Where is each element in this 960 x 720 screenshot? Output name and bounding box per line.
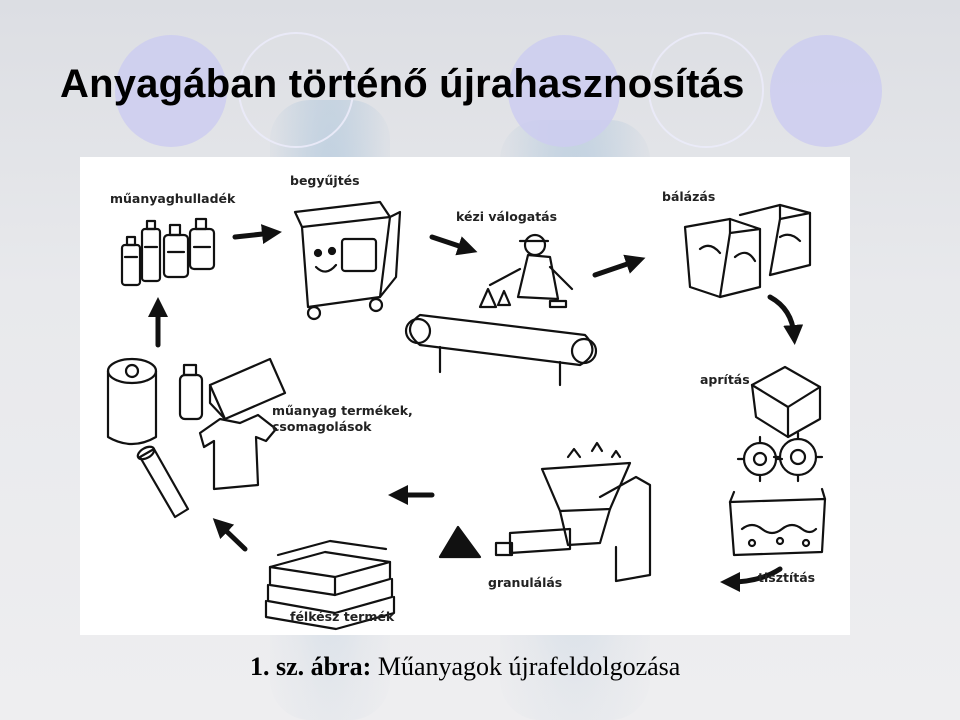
arrow-icon	[432, 237, 468, 249]
label-shredding: aprítás	[700, 372, 750, 387]
arrow-icon	[770, 297, 794, 335]
waste-bin-icon	[295, 202, 400, 319]
arrow-icon	[595, 261, 636, 275]
recycling-diagram-drawing	[80, 157, 850, 635]
caption-number: 1. sz. ábra:	[250, 652, 371, 681]
label-manual-sorting: kézi válogatás	[456, 209, 557, 224]
washing-tank-icon	[730, 489, 825, 555]
plastic-products-icon	[108, 359, 285, 517]
figure-caption: 1. sz. ábra: Műanyagok újrafeldolgozása	[250, 652, 680, 682]
bales-icon	[685, 205, 810, 297]
plastic-bottles-icon	[122, 219, 214, 285]
label-baling: bálázás	[662, 189, 715, 204]
label-granulation: granulálás	[488, 575, 562, 590]
label-plastic-waste: műanyaghulladék	[110, 191, 235, 206]
label-products-line2: csomagolások	[272, 419, 372, 434]
arrow-icon	[235, 233, 272, 237]
granulator-icon	[440, 443, 650, 581]
label-cleaning: tisztítás	[758, 570, 815, 585]
conveyor-belt-sorting-icon	[406, 235, 596, 385]
label-products-line1: műanyag termékek,	[272, 403, 413, 418]
label-collection: begyűjtés	[290, 173, 360, 188]
arrow-icon	[220, 525, 245, 549]
caption-text: Műanyagok újrafeldolgozása	[378, 652, 681, 681]
shredder-icon	[738, 367, 822, 481]
decorative-circle	[770, 35, 882, 147]
slide-title: Anyagában történő újrahasznosítás	[60, 62, 745, 107]
recycling-diagram: műanyaghulladék begyűjtés kézi válogatás…	[80, 157, 850, 635]
label-semi-finished-product: félkész termék	[290, 609, 394, 624]
